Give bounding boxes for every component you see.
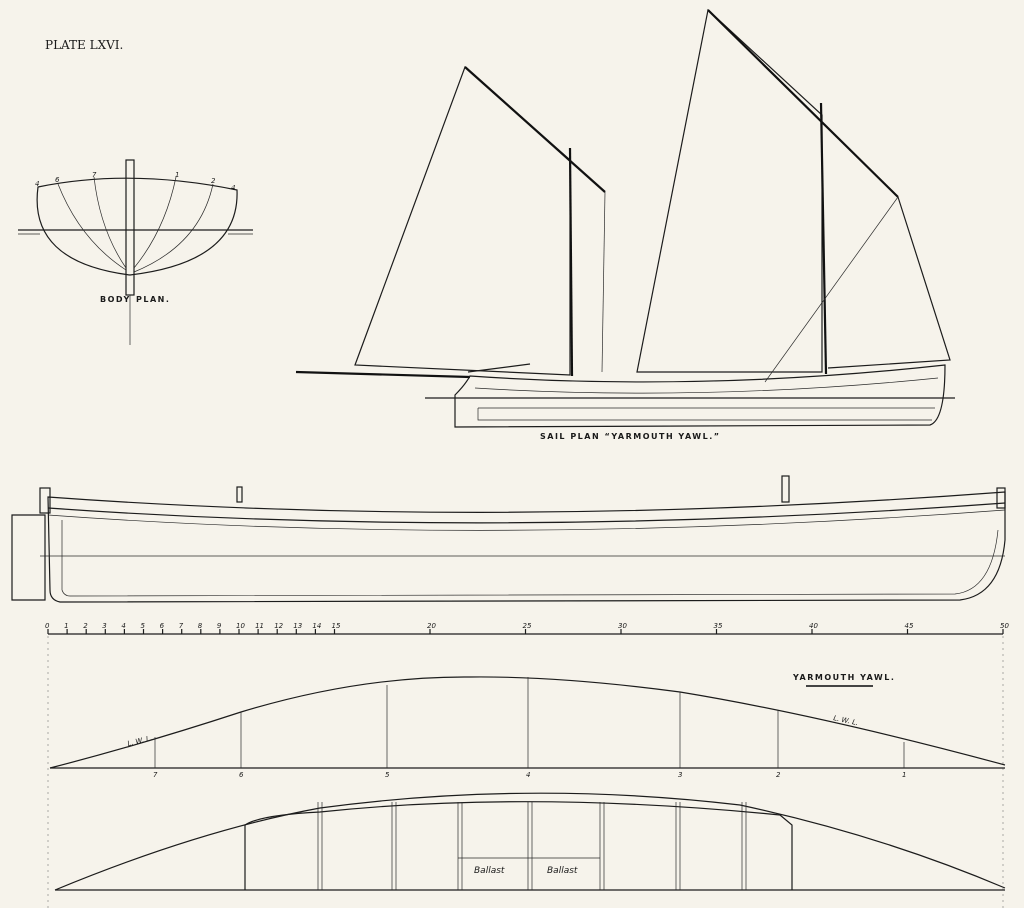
section-1 (133, 176, 177, 269)
sheer-line (47, 502, 1006, 524)
scale-tick-label: 12 (274, 622, 283, 630)
station-label: 6 (239, 771, 244, 779)
scale-tick-label: 45 (905, 622, 914, 630)
cockpit-outline (244, 801, 793, 890)
scale-tick-label: 25 (523, 622, 532, 630)
deck-plan: Ballast Ballast (54, 792, 1006, 891)
lwl-curve (49, 676, 1006, 769)
section-label: 6 (55, 176, 60, 184)
scale-tick-label: 30 (618, 622, 627, 630)
sheer-profile (11, 475, 1006, 603)
body-caption-right: PLAN. (136, 295, 170, 304)
scale-tick-label: 6 (160, 622, 165, 630)
ballast-label: Ballast (547, 866, 578, 876)
plate-title: PLATE LXVI. (45, 38, 123, 52)
sheer-line-inner (47, 509, 1006, 531)
drawing-title: YARMOUTH YAWL. (792, 673, 895, 682)
station-label: 7 (153, 771, 158, 779)
mizzen-gaff (464, 66, 606, 193)
profile-hull (47, 491, 1006, 603)
fore-stay (764, 196, 899, 383)
body-caption-left: BODY (100, 295, 131, 304)
main-gaff (707, 9, 899, 198)
scale-tick-label: 40 (809, 622, 818, 630)
scale-tick-label: 14 (312, 622, 321, 630)
rudder (11, 514, 46, 601)
sail-plan-hull (454, 364, 946, 428)
body-plan-outline (36, 177, 238, 276)
scale-tick-label: 4 (121, 622, 125, 630)
sheer-strake (474, 377, 939, 394)
mizzen-leech (601, 191, 606, 373)
main-sail (636, 8, 823, 373)
section-label: 1 (175, 171, 179, 179)
section-2 (133, 183, 214, 273)
scale-tick-label: 8 (198, 622, 203, 630)
section-label: 4 (35, 180, 39, 188)
station-label: 4 (526, 771, 530, 779)
scale-tick-label: 50 (1000, 622, 1009, 630)
bumkin-boom (295, 370, 471, 379)
sail-plan-caption: SAIL PLAN “YARMOUTH YAWL.” (540, 432, 721, 441)
station-label: 2 (776, 771, 781, 779)
mizzen-mast (568, 147, 574, 377)
scale-tick-label: 20 (427, 622, 436, 630)
stem-head (996, 487, 1006, 509)
station-label: 5 (385, 771, 390, 779)
body-plan: 4 6 7 1 2 4 BODY PLAN. (18, 159, 253, 345)
scale-tick-label: 2 (83, 622, 88, 630)
section-6 (57, 183, 127, 271)
mizzen-sail (354, 65, 571, 376)
keel-rabbet (61, 520, 999, 597)
section-label: 7 (92, 171, 97, 179)
section-label: 2 (211, 177, 216, 185)
scale-tick-label: 5 (141, 622, 146, 630)
main-step (781, 475, 790, 503)
gunwale-curve (54, 792, 1006, 891)
tiller (467, 363, 531, 373)
scale-tick-label: 11 (255, 622, 264, 630)
ballast-label: Ballast (474, 866, 505, 876)
hull-rabbet (477, 407, 935, 421)
scale-tick-label: 9 (217, 622, 222, 630)
scale-tick-label: 15 (332, 622, 341, 630)
lwl-label-left: L. W. L. (127, 734, 153, 748)
station-label: 3 (678, 771, 682, 779)
main-mast (819, 102, 828, 375)
fore-sail (827, 196, 951, 369)
station-label: 1 (902, 771, 906, 779)
sail-plan: SAIL PLAN “YARMOUTH YAWL.” (295, 8, 955, 441)
mizzen-step (236, 486, 243, 503)
scale-tick-label: 3 (102, 622, 106, 630)
section-label: 4 (231, 184, 235, 192)
scale-tick-label: 13 (293, 622, 302, 630)
scale-tick-label: 1 (64, 622, 68, 630)
sternpost (39, 487, 51, 514)
scale-tick-label: 7 (179, 622, 184, 630)
scale-tick-label: 0 (45, 622, 50, 630)
scale-tick-label: 35 (714, 622, 723, 630)
scale-tick-label: 10 (236, 622, 245, 630)
section-7 (93, 176, 127, 269)
